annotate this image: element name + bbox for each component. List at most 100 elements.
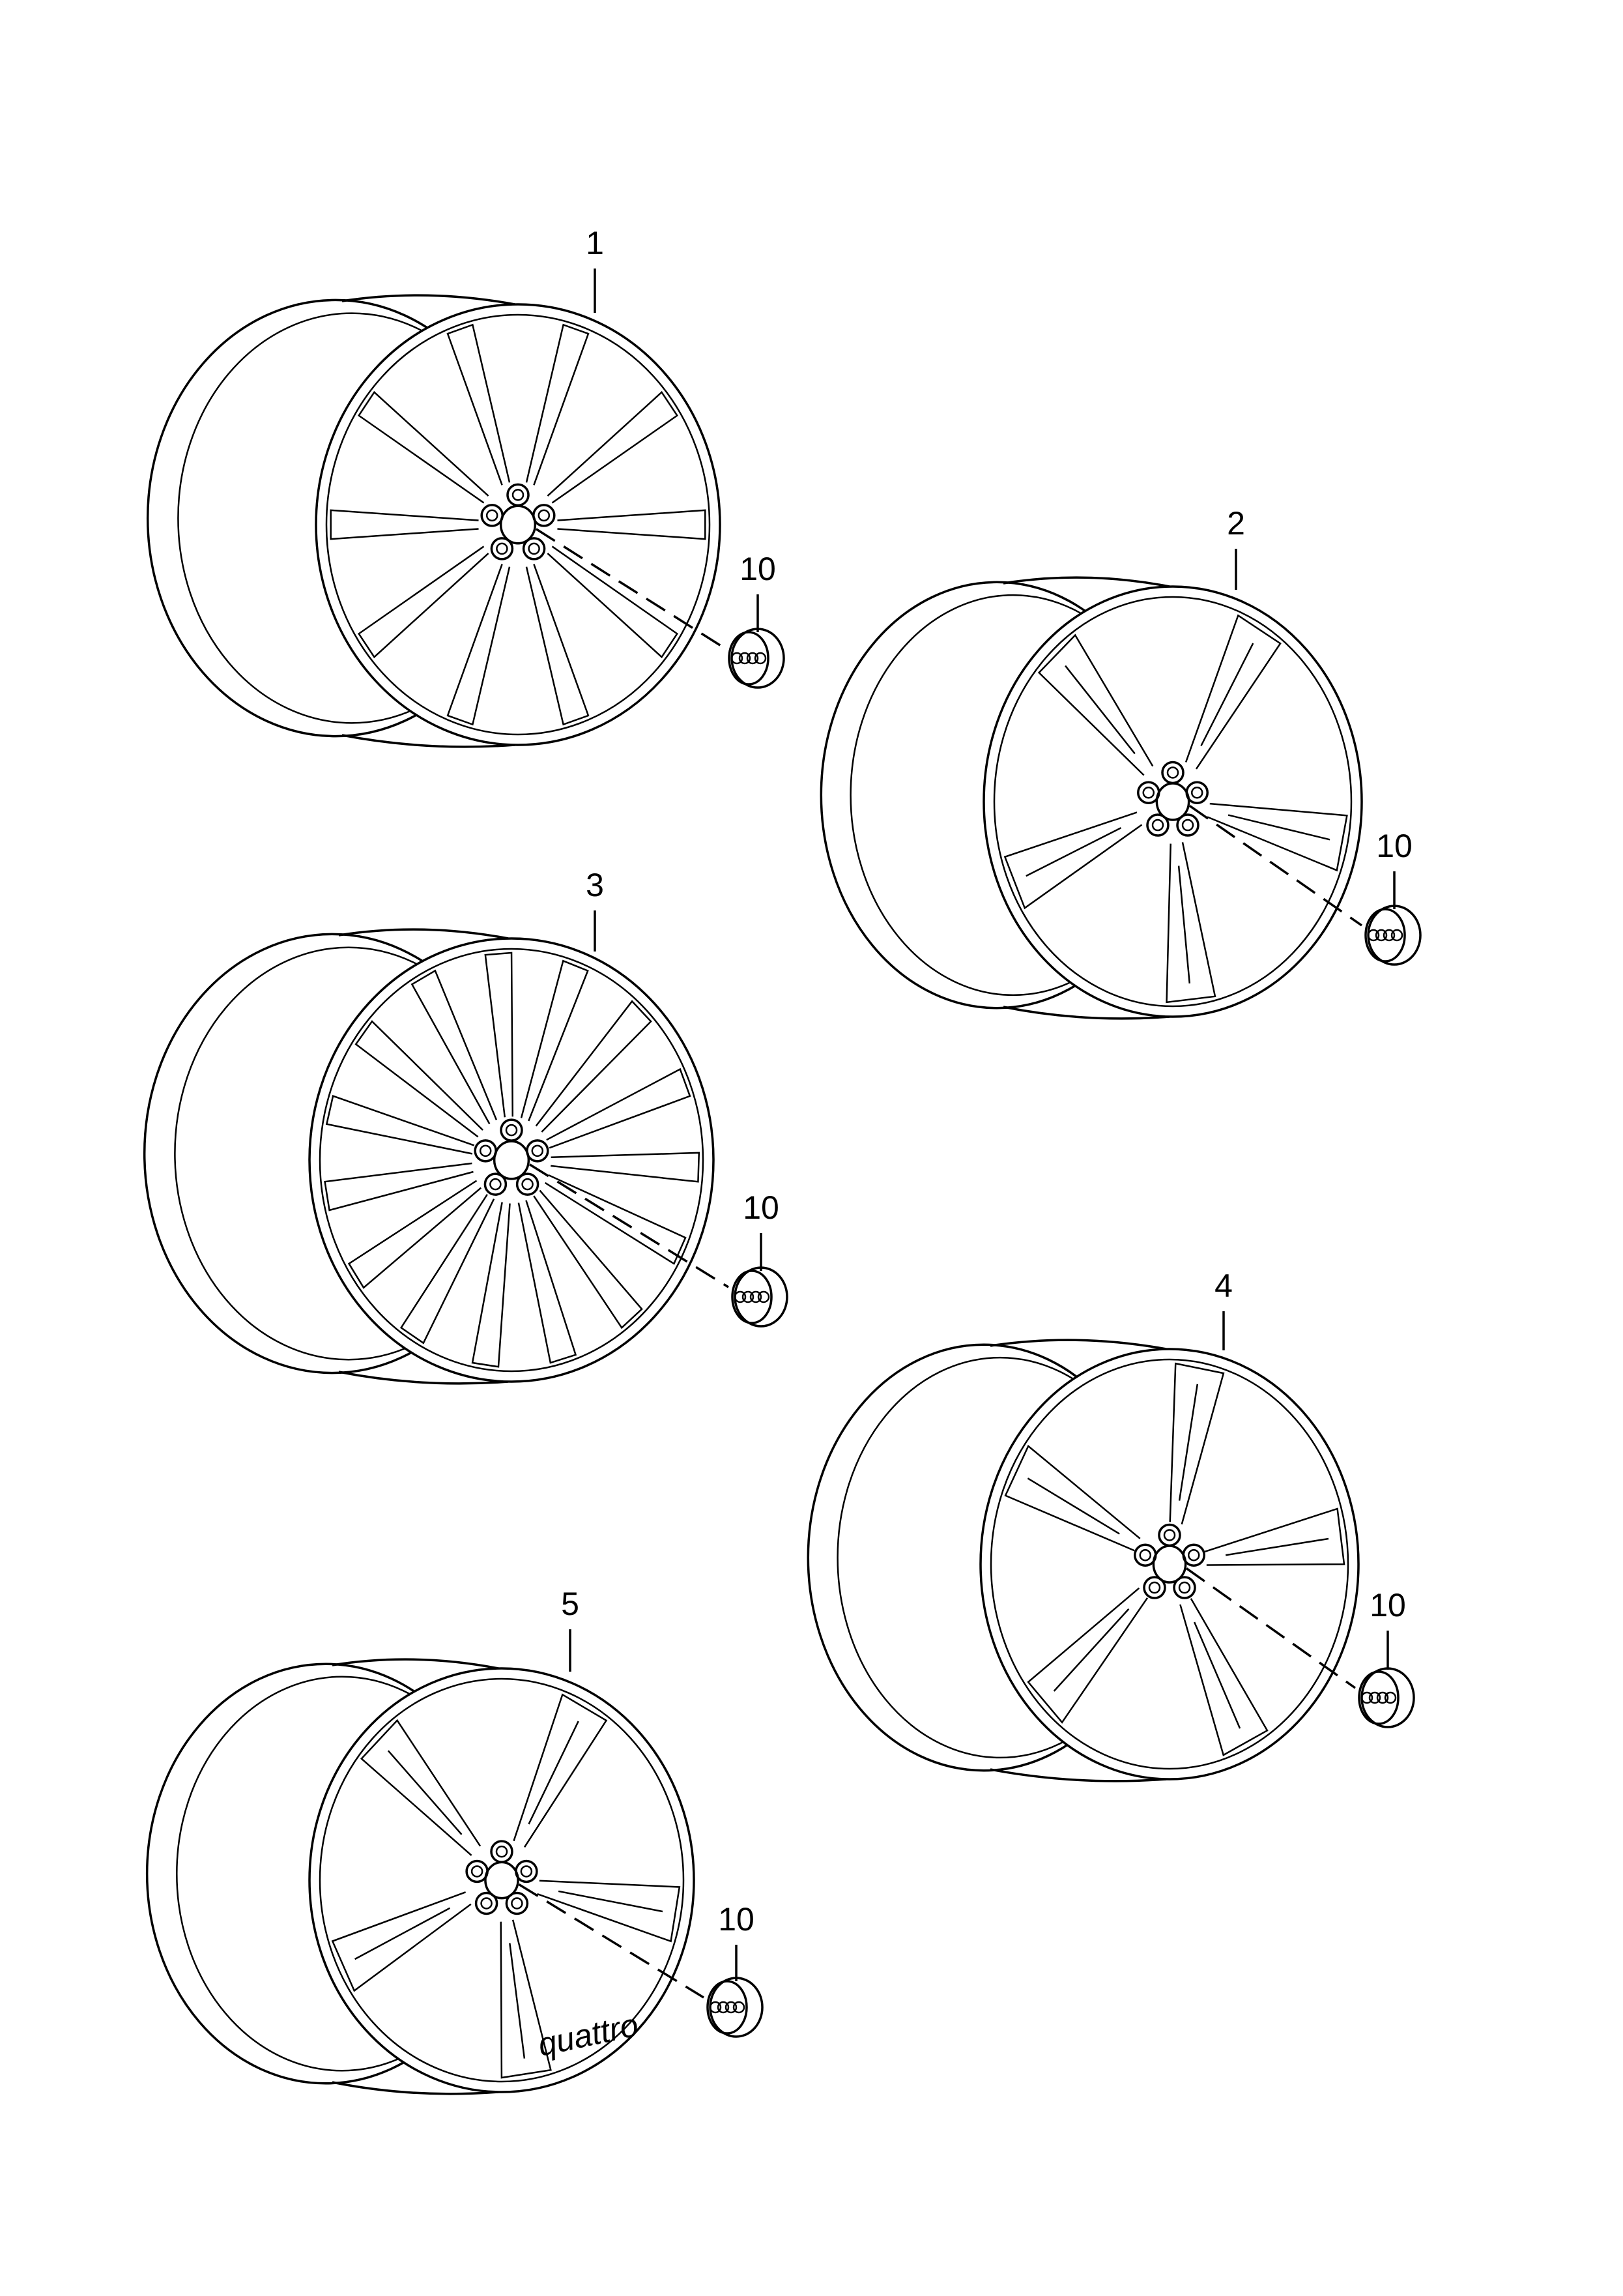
wheel-1: 110	[146, 225, 785, 748]
spoke	[358, 545, 489, 659]
spoke-groove	[1065, 665, 1136, 755]
four-rings-logo-icon	[738, 652, 751, 665]
face-background	[309, 938, 713, 1382]
spoke	[547, 390, 678, 504]
spoke	[545, 1174, 687, 1265]
lug-nut-inner	[511, 1897, 523, 1910]
spoke	[358, 390, 489, 504]
lug-nut	[490, 1840, 513, 1863]
spoke	[354, 1020, 483, 1138]
lug-nut	[1173, 1576, 1196, 1599]
spoke-groove	[528, 1721, 579, 1825]
face-background	[316, 304, 720, 745]
four-rings-logo-icon	[1375, 929, 1388, 942]
hubcap	[728, 628, 785, 689]
spoke	[525, 323, 590, 486]
rim-top-edge	[341, 294, 515, 306]
lug-nut	[1185, 781, 1209, 804]
four-rings-logo-icon	[1376, 1691, 1389, 1704]
rim-outer-lip	[308, 1667, 695, 2093]
spoke	[1166, 842, 1216, 1004]
spoke	[551, 1152, 700, 1183]
lug-nut	[1158, 1523, 1181, 1547]
spoke	[1185, 614, 1282, 770]
hubcap-leader-line	[1189, 805, 1362, 927]
hubcap	[706, 1977, 764, 2038]
hubcap-leader-line	[1186, 1567, 1357, 1689]
spoke	[520, 959, 589, 1122]
lug-nut-inner	[1151, 819, 1164, 832]
lug-nut-inner	[538, 509, 551, 522]
spokes	[331, 1693, 681, 2079]
wheel-part-number: 2	[1227, 505, 1245, 542]
spoke	[360, 1719, 481, 1856]
lug-nut-inner	[496, 542, 508, 555]
spoke	[324, 1162, 474, 1212]
hubcap-face	[706, 1980, 748, 2035]
rim-outer-lip	[315, 303, 721, 746]
rim-bottom-edge	[338, 1371, 509, 1385]
hubcap-face	[731, 1270, 773, 1324]
spoke	[525, 564, 590, 726]
four-rings-logo-icon	[732, 2001, 745, 2014]
hubcap-leader-line	[518, 1883, 704, 1999]
face-background	[981, 1349, 1358, 1779]
rim-outer-lip	[983, 585, 1363, 1018]
rim-bottom-edge	[1003, 1006, 1170, 1020]
spoke	[1027, 1587, 1149, 1724]
hub	[1134, 1523, 1205, 1599]
spoke	[471, 1202, 511, 1368]
four-rings-logo-icon	[1390, 929, 1403, 942]
rim-inner-lip	[993, 596, 1353, 1008]
lug-nut	[522, 537, 546, 560]
lug-nut-inner	[521, 1178, 534, 1191]
spoke	[1179, 1598, 1269, 1756]
spoke	[484, 952, 514, 1118]
rim-bottom-edge	[341, 734, 515, 748]
lug-nut	[474, 1891, 498, 1915]
spoke-groove	[1225, 1537, 1329, 1556]
spoke	[446, 323, 511, 486]
lug-nut	[1134, 1543, 1157, 1567]
wheel-3: 310	[143, 867, 788, 1385]
four-rings-logo-icon	[1383, 929, 1396, 942]
lug-nut-inner	[1142, 786, 1155, 799]
lug-nut	[1161, 761, 1185, 785]
hubcap-part-number: 10	[1376, 828, 1413, 864]
spoke	[347, 1180, 482, 1289]
spokes	[330, 323, 706, 726]
lug-nut	[480, 504, 504, 527]
spokes	[324, 952, 700, 1368]
spoke-groove	[509, 1943, 526, 2059]
rim-inner-lip	[319, 948, 704, 1373]
four-rings-logo-icon	[709, 2001, 722, 2014]
lug-nut	[532, 504, 556, 527]
spoke	[331, 1891, 472, 1992]
spoke	[513, 1693, 608, 1848]
lug-nut	[526, 1139, 549, 1163]
hubcap-part-number: 10	[718, 1901, 754, 1938]
spoke-groove	[1228, 814, 1330, 841]
spoke-groove	[387, 1750, 463, 1835]
rim-top-edge	[1003, 576, 1170, 588]
lug-nut	[500, 1118, 523, 1142]
lug-nut-inner	[480, 1897, 493, 1910]
lug-nut	[505, 1891, 529, 1915]
spoke	[1207, 802, 1348, 872]
lug-nut	[474, 1139, 497, 1163]
wheel-part-number: 5	[561, 1586, 579, 1622]
spokes	[1004, 1362, 1345, 1756]
lug-nut-inner	[528, 542, 540, 555]
spoke	[1003, 811, 1143, 910]
spoke-groove	[1193, 1621, 1241, 1729]
wheel-part-number: 4	[1214, 1268, 1233, 1304]
spoke	[330, 509, 479, 540]
spoke-groove	[1177, 865, 1191, 984]
hubcap-face	[1358, 1670, 1400, 1725]
hubcap-part-number: 10	[740, 551, 776, 587]
lug-nut-inner	[470, 1865, 483, 1878]
lug-nut-inner	[505, 1124, 518, 1137]
lug-nut-inner	[1178, 1581, 1191, 1594]
lug-nut	[506, 483, 530, 507]
